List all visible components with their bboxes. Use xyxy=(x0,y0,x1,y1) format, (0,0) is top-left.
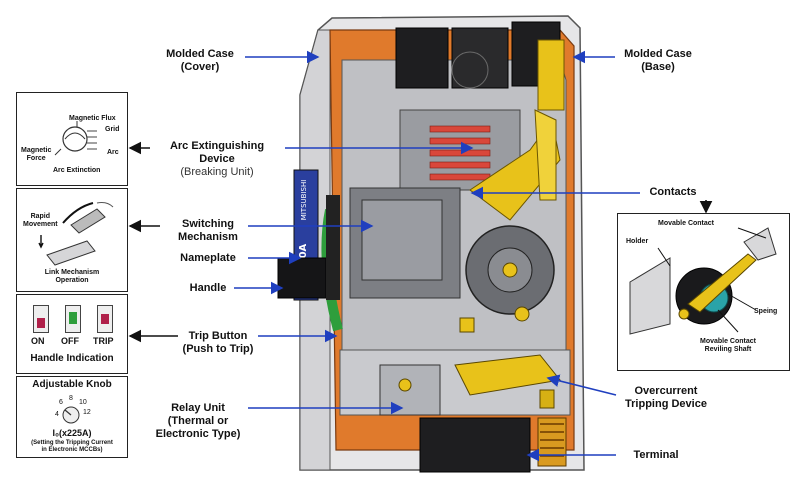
knob-dial xyxy=(62,406,80,424)
knob-dial-4: 4 xyxy=(55,411,59,418)
contacts-detail-drawing xyxy=(629,227,777,335)
label-molded-case-base: Molded Case (Base) xyxy=(624,48,692,73)
label-terminal: Terminal xyxy=(633,449,679,461)
inset-arc-extinction: Magnetic Flux Grid Magnetic Force Arc Ar… xyxy=(16,92,128,186)
knob-caption: (Setting the Tripping Current in Electro… xyxy=(31,440,113,453)
bulb-watermark xyxy=(451,51,489,89)
link-mechanism-drawing xyxy=(38,202,114,266)
knob-dial-6: 6 xyxy=(59,399,63,406)
top-terminal-screw xyxy=(537,39,565,111)
contacts-shaft-label: Movable Contact Reviling Shaft xyxy=(699,338,756,353)
arc-magnetic-flux-label: Magnetic Flux xyxy=(69,115,116,122)
contacts-movable-contact-label: Movable Contact xyxy=(658,220,715,227)
trip-button-shape xyxy=(459,317,475,333)
handle-switch-off xyxy=(65,305,81,333)
inset-link-mechanism: Rapid Movement Link Mechanism Operation xyxy=(16,188,128,292)
knob-dial-10: 10 xyxy=(79,399,87,406)
handle xyxy=(277,257,327,299)
top-terminal-block-1 xyxy=(395,27,449,89)
handle-state-trip: TRIP xyxy=(93,336,114,346)
callout-arrows xyxy=(234,50,640,462)
inset-adjustable-knob: Adjustable Knob 6 8 10 12 4 I₀(x225A) (S… xyxy=(16,376,128,458)
handle-state-on: ON xyxy=(31,336,45,346)
contacts-spring-label: Speing xyxy=(754,308,778,315)
inset-contacts-detail: Movable Contact Holder Speing Movable Co… xyxy=(617,213,790,371)
bottom-terminal-block xyxy=(419,417,531,473)
label-relay-unit: Relay Unit (Thermal or Electronic Type) xyxy=(155,402,241,440)
link-rapid-movement-label: Rapid Movement xyxy=(23,213,58,228)
arc-extinction-label: Arc Extinction xyxy=(53,167,101,174)
bottom-terminal-screw xyxy=(537,417,567,467)
knob-dial-8: 8 xyxy=(69,395,73,402)
label-switching-mechanism: Switching Mechanism xyxy=(178,218,238,243)
handle-switch-trip xyxy=(97,305,113,333)
contacts-holder-label: Holder xyxy=(626,238,649,245)
top-terminal-block-2 xyxy=(451,27,509,89)
nameplate-text-brand: MITSUBISHI xyxy=(300,180,308,221)
label-overcurrent: Overcurrent Tripping Device xyxy=(625,385,707,410)
label-arc-device: Arc Extinguishing Device (Breaking Unit) xyxy=(169,140,265,178)
arc-arc-label: Arc xyxy=(107,149,119,156)
handle-state-off: OFF xyxy=(61,336,79,346)
label-trip-button: Trip Button (Push to Trip) xyxy=(182,330,254,355)
label-contacts: Contacts xyxy=(649,186,697,198)
inset-handle-indication: ON OFF TRIP Handle Indication xyxy=(16,294,128,374)
arc-grid-label: Grid xyxy=(105,126,120,133)
contact-arm-2 xyxy=(534,109,557,201)
knob-formula: I₀(x225A) xyxy=(52,428,92,438)
arc-extinction-drawing xyxy=(54,121,97,156)
link-caption: Link Mechanism Operation xyxy=(44,269,100,284)
label-nameplate: Nameplate xyxy=(180,252,236,264)
arc-magnetic-force-label: Magnetic Force xyxy=(21,147,52,162)
handle-switch-on xyxy=(33,305,49,333)
knob-dial-12: 12 xyxy=(83,409,91,416)
handle-indication-caption: Handle Indication xyxy=(30,353,114,364)
label-molded-case-cover: Molded Case (Cover) xyxy=(166,48,234,73)
relay-unit-shape xyxy=(379,364,441,416)
knob-title: Adjustable Knob xyxy=(32,379,112,390)
inset-arrows xyxy=(128,141,713,343)
label-handle: Handle xyxy=(189,282,227,294)
